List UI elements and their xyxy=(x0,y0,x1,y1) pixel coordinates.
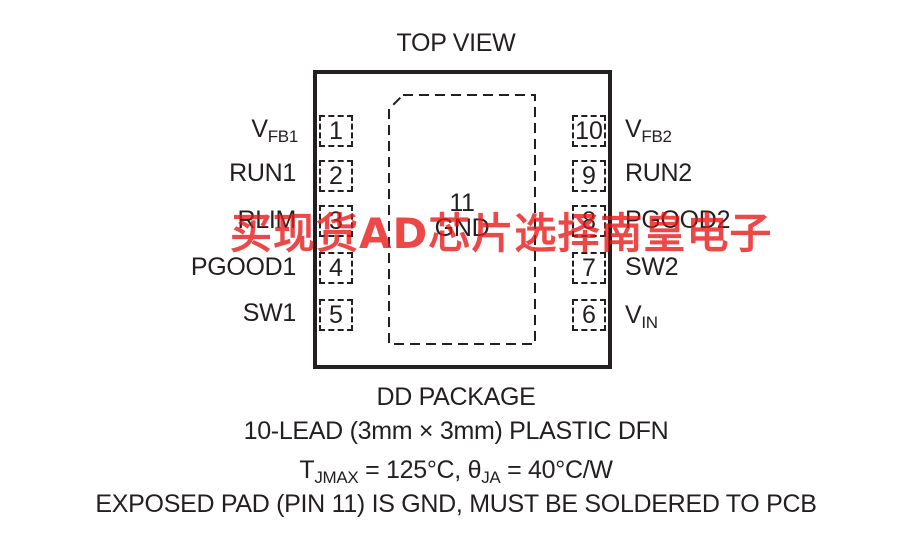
pin-3: 3 xyxy=(319,205,353,237)
thermal-specs: TJMAX = 125°C, θJA = 40°C/W xyxy=(299,456,613,487)
pin-4: 4 xyxy=(319,252,353,284)
exposed-pad-label: GND xyxy=(434,214,490,242)
pin-label-sw1: SW1 xyxy=(242,299,297,327)
pin-label-vfb1: VFB1 xyxy=(251,115,298,146)
pin-8: 8 xyxy=(572,205,606,237)
pin-5: 5 xyxy=(319,299,353,331)
pin-label-pgood1: PGOOD1 xyxy=(190,253,296,281)
package-name: DD PACKAGE xyxy=(376,383,536,411)
exposed-pad-outline xyxy=(388,94,536,345)
pin-1: 1 xyxy=(319,115,353,147)
package-outline: 11 GND 1 2 3 4 5 10 9 8 7 6 xyxy=(313,70,612,369)
watermark-text: 买现货AD芯片选择南皇电子 xyxy=(230,209,773,258)
header-title: TOP VIEW xyxy=(396,29,516,57)
pin-6: 6 xyxy=(572,299,606,331)
pin-label-run2: RUN2 xyxy=(625,159,692,187)
exposed-pad-number: 11 xyxy=(449,189,475,217)
pin-label-vfb2: VFB2 xyxy=(625,115,672,146)
package-lead-desc: 10-LEAD (3mm × 3mm) PLASTIC DFN xyxy=(243,417,669,445)
pin-label-pgood2: PGOOD2 xyxy=(625,206,731,234)
pin-9: 9 xyxy=(572,160,606,192)
pin-10: 10 xyxy=(572,115,606,147)
pin-label-vin: VIN xyxy=(625,301,658,332)
pin-label-rlim: RLIM xyxy=(237,206,296,234)
pin-label-run1: RUN1 xyxy=(229,159,296,187)
pin-7: 7 xyxy=(572,252,606,284)
exposed-pad-note: EXPOSED PAD (PIN 11) IS GND, MUST BE SOL… xyxy=(95,490,817,518)
pin-label-sw2: SW2 xyxy=(625,253,679,281)
pin-2: 2 xyxy=(319,160,353,192)
